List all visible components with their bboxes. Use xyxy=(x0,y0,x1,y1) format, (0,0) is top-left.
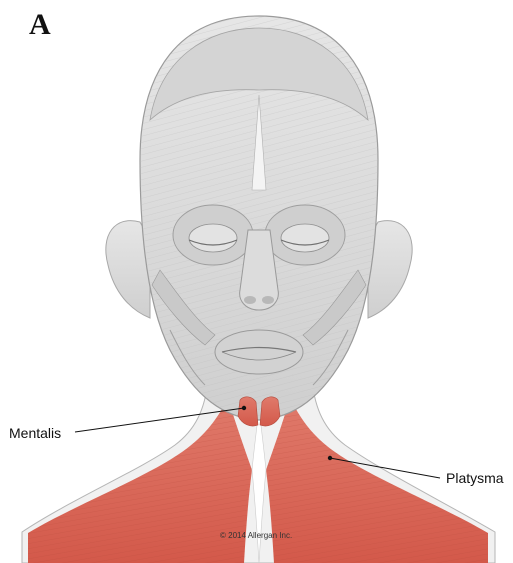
platysma-label: Platysma xyxy=(446,470,504,486)
panel-letter: A xyxy=(29,8,51,42)
mouth xyxy=(215,330,303,374)
platysma-leader-dot xyxy=(328,456,332,460)
mentalis-label: Mentalis xyxy=(9,425,61,441)
copyright-notice: © 2014 Allergan Inc. xyxy=(220,531,292,540)
mentalis-leader-dot xyxy=(242,406,246,410)
